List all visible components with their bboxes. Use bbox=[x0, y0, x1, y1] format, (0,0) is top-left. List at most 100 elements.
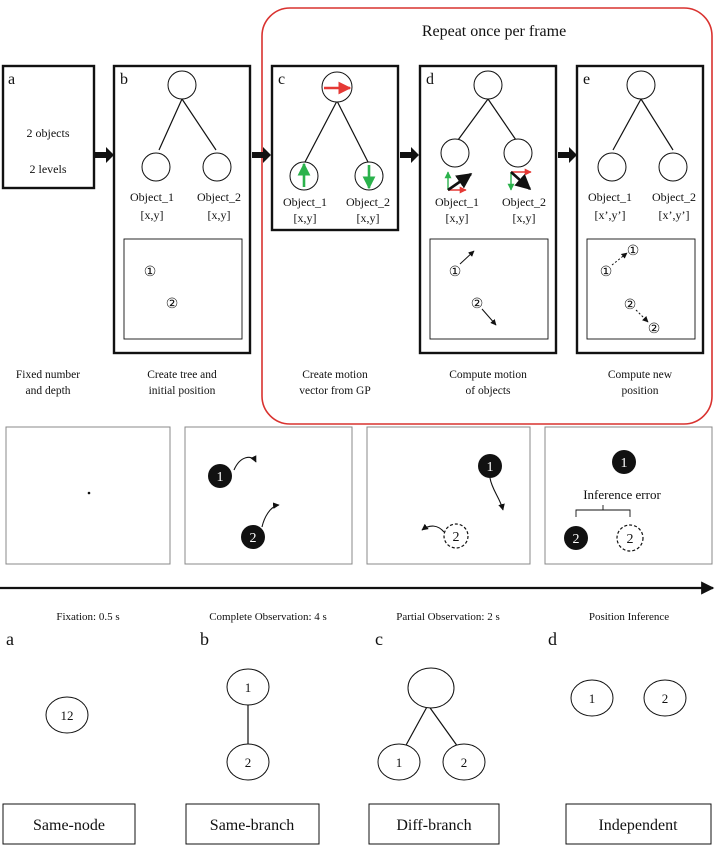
object-2-sum-arrow bbox=[510, 171, 532, 191]
position-field bbox=[586, 238, 696, 340]
category-box bbox=[565, 803, 712, 845]
ball-2-hidden bbox=[443, 523, 469, 549]
node-top bbox=[226, 668, 270, 706]
frame-complete-observation: 1 2 bbox=[184, 426, 353, 565]
caption-line-2: vector from GP bbox=[299, 385, 371, 397]
panel-letter: c bbox=[375, 629, 383, 649]
bottom-panel-c: c 1 2 Diff-branch bbox=[368, 629, 500, 845]
tree-node-object-1 bbox=[141, 152, 171, 182]
ball-2-inferred bbox=[616, 524, 644, 552]
ball-1-label: 1 bbox=[217, 470, 224, 485]
bottom-panel-b: b 1 2 Same-branch bbox=[185, 629, 320, 845]
category-box bbox=[185, 803, 320, 845]
repeat-label: Repeat once per frame bbox=[422, 23, 566, 40]
node-bottom bbox=[226, 743, 270, 781]
frame-partial-observation: 1 2 bbox=[366, 426, 531, 565]
node-left-label: 1 bbox=[396, 755, 403, 770]
ball-2-actual-label: 2 bbox=[573, 532, 580, 547]
frame-position-inference: 1 Inference error 2 2 bbox=[544, 426, 713, 565]
tree-node-object-1 bbox=[440, 138, 470, 168]
tree-node-object-2 bbox=[202, 152, 232, 182]
node-left bbox=[377, 743, 421, 781]
bottom-panel-a: a 12 Same-node bbox=[2, 629, 136, 845]
object-1-sum-arrow bbox=[447, 172, 473, 192]
caption-line-1: Create tree and bbox=[147, 369, 217, 381]
object-2-position: [x,y] bbox=[357, 211, 380, 225]
node-combined bbox=[45, 696, 89, 734]
node-combined-label: 12 bbox=[61, 708, 74, 723]
position-field bbox=[429, 238, 549, 340]
category-label: Same-branch bbox=[210, 817, 294, 834]
object-2-position: [x,y] bbox=[208, 208, 231, 222]
object-1-position: [x,y] bbox=[446, 211, 469, 225]
object-2-old-marker: ② bbox=[624, 298, 637, 313]
ball-2-inferred-label: 2 bbox=[627, 532, 634, 547]
node-bottom-label: 2 bbox=[245, 755, 252, 770]
object-1-old-marker: ① bbox=[600, 265, 613, 280]
node-right bbox=[442, 743, 486, 781]
object-1-label: Object_1 bbox=[435, 195, 479, 209]
object-2-position: [x’,y’] bbox=[659, 208, 690, 222]
panel-letter: a bbox=[8, 71, 15, 88]
category-label: Independent bbox=[598, 817, 678, 834]
top-panel-b: b Object_1 Object_2 [x,y] [x,y] ① ② Crea… bbox=[112, 64, 252, 397]
ball-1 bbox=[612, 450, 636, 474]
bottom-panel-d: d 1 2 Independent bbox=[548, 629, 712, 845]
step-arrow-a-b bbox=[95, 147, 114, 163]
tree-node-object-2 bbox=[658, 152, 688, 182]
node-right bbox=[643, 679, 687, 717]
category-box bbox=[2, 803, 136, 845]
ball-1 bbox=[208, 464, 232, 488]
object-2-marker: ② bbox=[166, 297, 179, 312]
object-2-path bbox=[635, 309, 649, 323]
caption-line-2: of objects bbox=[465, 385, 511, 397]
tree-root-node bbox=[473, 70, 503, 100]
object-2-position: [x,y] bbox=[513, 211, 536, 225]
panel-letter: d bbox=[548, 629, 557, 649]
panel-letter: b bbox=[200, 629, 209, 649]
frame-fixation bbox=[5, 426, 171, 565]
object-1-position: [x,y] bbox=[294, 211, 317, 225]
inference-error-bracket bbox=[575, 505, 631, 517]
ball-1-trajectory bbox=[233, 455, 257, 471]
ball-2-label: 2 bbox=[453, 530, 460, 545]
caption-line-1: Create motion bbox=[302, 369, 368, 381]
ball-2-trajectory bbox=[421, 523, 445, 533]
top-panel-d: d Object_1 Object_2 [x,y] [x,y] ① ② Comp… bbox=[418, 64, 558, 397]
step-arrow-b-c bbox=[252, 147, 271, 163]
fixation-dot bbox=[87, 491, 91, 495]
repeat-frame-border bbox=[261, 7, 713, 425]
timeline-label-partial: Partial Observation: 2 s bbox=[396, 611, 500, 623]
tree-node-object-1 bbox=[597, 152, 627, 182]
timeline-label-complete: Complete Observation: 4 s bbox=[209, 611, 327, 623]
panel-letter: c bbox=[278, 71, 285, 88]
top-panel-c: c Object_1 Object_2 [x,y] [x,y] Create m… bbox=[270, 64, 400, 397]
object-1-label: Object_1 bbox=[130, 190, 174, 204]
caption-line-1: Compute motion bbox=[449, 369, 527, 381]
category-label: Diff-branch bbox=[396, 817, 471, 834]
ball-2-actual bbox=[564, 526, 588, 550]
object-2-marker: ② bbox=[471, 297, 484, 312]
category-box bbox=[368, 803, 500, 845]
object-2-label: Object_2 bbox=[197, 190, 241, 204]
object-1-path bbox=[611, 252, 628, 266]
object-2-label: Object_2 bbox=[346, 195, 390, 209]
ball-1-label: 1 bbox=[621, 456, 628, 471]
caption-line-2: position bbox=[621, 385, 658, 397]
caption-line-2: initial position bbox=[149, 385, 216, 397]
panel-letter: e bbox=[583, 71, 590, 88]
timeline-label-fixation: Fixation: 0.5 s bbox=[56, 611, 119, 623]
object-1-label: Object_1 bbox=[588, 190, 632, 204]
object-2-motion bbox=[481, 308, 497, 326]
object-1-new-marker: ① bbox=[627, 244, 640, 259]
caption-line-2: and depth bbox=[25, 385, 70, 397]
panel-letter: a bbox=[6, 629, 14, 649]
tree-root-node bbox=[626, 70, 656, 100]
object-1-motion bbox=[459, 250, 475, 265]
step-arrows bbox=[95, 147, 577, 163]
ball-2-label: 2 bbox=[250, 531, 257, 546]
tree-root-node bbox=[167, 70, 197, 100]
object-1-marker: ① bbox=[449, 265, 462, 280]
inference-error-label: Inference error bbox=[583, 487, 661, 502]
